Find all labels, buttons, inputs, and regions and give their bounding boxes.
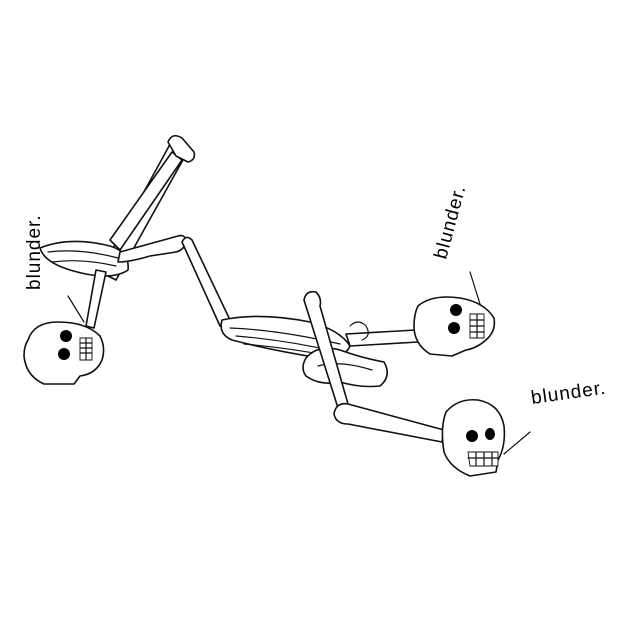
caption-line-left [67,295,85,323]
left-arm-bone [117,234,187,263]
middle-pelvis [302,347,388,388]
caption-upper-right: blunder. [431,183,471,261]
right-lower-skull [441,398,506,477]
middle-femur-lower [333,402,445,443]
middle-skeleton [181,236,445,443]
caption-left: blunder. [24,214,45,290]
caption-line-lower-right [503,431,531,455]
middle-leg-upper [181,236,231,327]
left-skeleton [23,134,196,385]
left-spine [85,269,107,329]
left-femur-2 [109,151,183,251]
caption-line-upper-right [469,271,481,305]
middle-femur-diagonal [303,290,349,409]
left-ribcage [39,240,129,277]
caption-lower-right: blunder. [530,378,608,409]
left-foot [167,134,196,163]
right-upper-skull [413,296,496,357]
middle-arm-right [345,329,419,347]
